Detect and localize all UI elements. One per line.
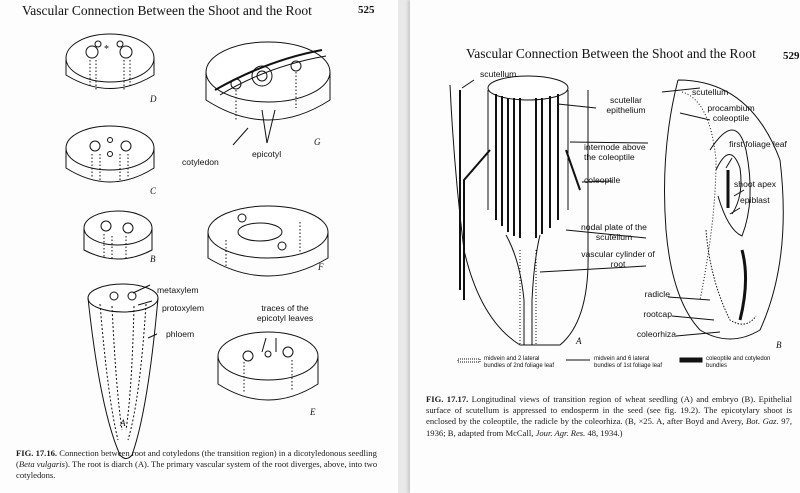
label-internode: internode above the coleoptile (584, 142, 646, 162)
label-scutellum-b: scutellum (692, 87, 729, 97)
label-vascular-cylinder: vascular cylinder of root (581, 249, 655, 269)
right-caption-journal-2: Jour. Agr. Res. (535, 427, 586, 438)
right-caption-text: Longitudinal views of transition region … (426, 394, 792, 427)
label-coleoptile: coleoptile (584, 175, 621, 185)
leader-protoxylem (137, 300, 153, 306)
section-label-c: C (150, 186, 157, 196)
label-protoxylem: protoxylem (162, 303, 205, 313)
section-a-drawing (87, 283, 159, 459)
section-a-wheat-drawing (449, 75, 589, 346)
figure-17-17-drawing (449, 75, 784, 363)
section-label-b: B (150, 254, 156, 264)
right-caption-end: 48, 1934.) (587, 427, 623, 438)
right-page-number: 529 (783, 50, 800, 62)
left-page: Vascular Connection Between the Shoot an… (0, 0, 398, 493)
left-caption: FIG. 17.16. Connection between root and … (16, 448, 378, 481)
label-phloem: phloem (166, 329, 195, 339)
label-epiblast: epiblast (740, 195, 770, 205)
legend-2nd-foliage-leaf: midvein and 2 lateral bundles of 2nd fol… (484, 356, 555, 369)
section-c-drawing (65, 125, 155, 183)
label-traces: traces of the epicotyl leaves (256, 303, 314, 323)
section-label-g: G (314, 137, 321, 147)
section-label-e: E (310, 407, 316, 417)
section-d-drawing: * (65, 33, 155, 90)
label-epicotyl: epicotyl (252, 149, 282, 159)
section-label-a: A (120, 418, 126, 428)
label-scutellar-epithelium: scutellar epithelium (606, 95, 646, 115)
right-caption: FIG. 17.17. Longitudinal views of transi… (426, 394, 792, 439)
section-label-d: D (150, 94, 157, 104)
section-label-f: F (318, 262, 324, 272)
label-metaxylem: metaxylem (157, 285, 199, 295)
label-cotyledon: cotyledon (182, 157, 219, 167)
leader-cotyledon (232, 127, 249, 146)
leader-phloem (147, 333, 158, 339)
leader-traces (261, 337, 277, 353)
label-scutellum-top: scutellum (480, 69, 517, 79)
left-page-number: 525 (358, 4, 375, 16)
left-caption-fig: FIG. 17.16. (16, 448, 58, 458)
left-page-header: Vascular Connection Between the Shoot an… (22, 3, 312, 18)
label-first-foliage-leaf: first foliage leaf (729, 139, 787, 149)
label-procambium: procambium coleoptile (707, 103, 755, 123)
label-nodal-plate: nodal plate of the scutellum (581, 222, 647, 242)
legend-coleoptile-bundles: coleoptile and cotyledon bundles (706, 356, 771, 369)
section-label-a-wheat: A (576, 336, 582, 346)
section-b-embryo-drawing (664, 79, 784, 340)
right-caption-fig: FIG. 17.17. (426, 394, 469, 404)
leader-metaxylem (132, 284, 151, 294)
left-caption-rest: The root is diarch (A). The primary vasc… (16, 459, 378, 481)
section-label-b-embryo: B (776, 340, 782, 350)
right-page-header: Vascular Connection Between the Shoot an… (466, 46, 756, 61)
left-caption-text: Connection between root and cotyledons (… (59, 448, 377, 458)
label-radicle: radicle (644, 289, 670, 299)
svg-text:*: * (104, 44, 109, 55)
section-g-drawing (205, 41, 331, 121)
figure-17-16-drawing: * (65, 33, 331, 459)
label-shoot-apex: shoot apex (734, 179, 777, 189)
section-f-drawing (207, 205, 329, 277)
left-caption-species: Beta vulgaris (18, 459, 65, 470)
legend-swatch-2nd-leaf (457, 358, 481, 363)
leader-epicotyl (261, 109, 276, 144)
right-page: Vascular Connection Between the Shoot an… (410, 0, 800, 493)
label-rootcap: rootcap (643, 309, 672, 319)
section-e-drawing (217, 331, 319, 401)
right-caption-mid: 97, 1936; B, adapted from McCall, (426, 416, 792, 438)
section-b-drawing (83, 210, 153, 260)
legend-swatch-coleoptile (679, 357, 703, 363)
label-coleorhiza: coleorhiza (636, 329, 676, 339)
legend-1st-foliage-leaf: midvein and 6 lateral bundles of 1st fol… (594, 356, 663, 369)
right-caption-journal-1: Bot. Gaz. (746, 416, 779, 427)
